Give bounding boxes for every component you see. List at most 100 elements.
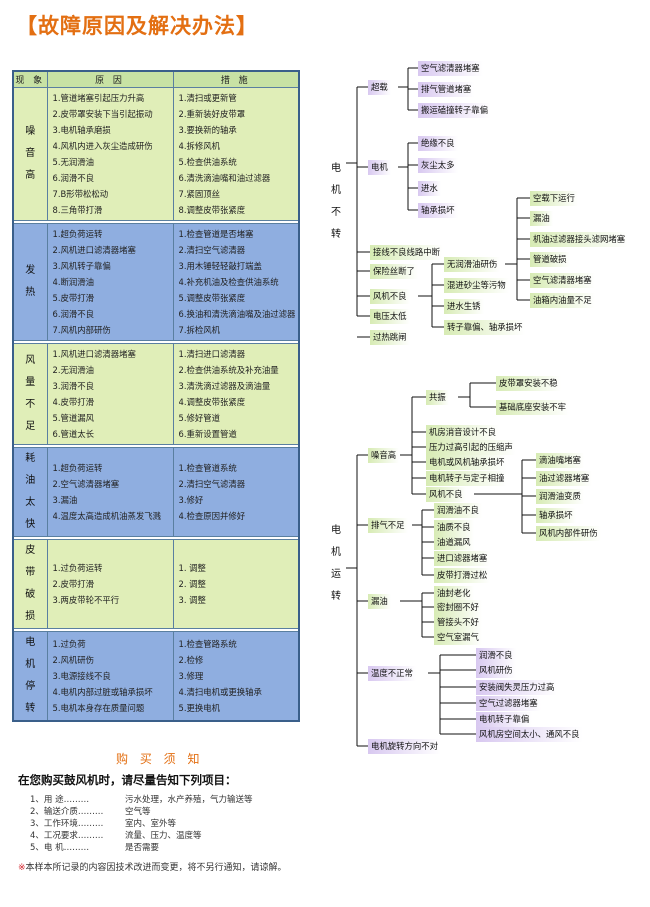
cause-item: 5.电机本身存在质量问题	[52, 703, 145, 713]
node-noise-item: 电机转子与定子相撞	[426, 471, 508, 486]
node-noise-item: 机房消音设计不良	[426, 425, 499, 440]
cause-item: 6.润滑不良	[52, 309, 95, 319]
node-temp-item: 风机房空间太小、通风不良	[476, 727, 583, 742]
measure-item: 6.重新设置管道	[178, 429, 237, 439]
symptom-char: 转	[25, 703, 36, 714]
measure-item: 3.用木锤轻轻敲打端盖	[178, 261, 262, 271]
symptom-char: 风	[25, 355, 36, 366]
node-leak-item: 管接头不好	[434, 615, 482, 630]
notice-item-key: 2、输送介质………	[30, 807, 104, 817]
node-fan-sub-item: 油过滤器堵塞	[536, 471, 593, 486]
notice-item: 1、用 途………污水处理，水产养殖，气力输送等	[30, 794, 253, 806]
node-fan-bad: 风机不良	[370, 289, 410, 304]
measure-item: 1.检查管路系统	[178, 639, 237, 649]
symptom-char: 高	[25, 170, 36, 181]
measure-item: 4.拆修风机	[178, 141, 221, 151]
symptom-cell: 发热	[12, 223, 48, 341]
cause-item: 7.B形带松松动	[52, 189, 109, 199]
cause-item: 2.风机进口滤清器堵塞	[52, 245, 136, 255]
node-oil-item: 油箱内油量不足	[530, 293, 595, 308]
node-resonance-item: 基础底座安装不牢	[496, 400, 569, 415]
separator-cell	[12, 628, 300, 632]
node-overload-item: 空气滤清器堵塞	[418, 61, 483, 76]
symptom-char: 机	[25, 659, 36, 670]
node-exhaust-item: 油质不良	[434, 520, 474, 535]
node-noise-item: 压力过高引起的压缩声	[426, 440, 516, 455]
node-fan-item: 进水生锈	[444, 299, 484, 314]
node-oil-item: 机油过滤器接头滤网堵塞	[530, 232, 629, 247]
node-motor-item: 进水	[418, 181, 441, 196]
header-symptom: 现 象	[12, 70, 48, 88]
symptom-char: 电	[25, 637, 36, 648]
symptom-cell: 风量不足	[12, 343, 48, 445]
notice-item: 2、输送介质……… 空气等	[30, 806, 253, 818]
node-temp-item: 安装阀失灵压力过高	[476, 680, 558, 695]
node-reverse: 电机旋转方向不对	[368, 739, 441, 754]
node-fan-sub-item: 润滑油变质	[536, 489, 584, 504]
notice-item-value: 室内、室外等	[125, 819, 177, 829]
node-motor-item: 绝缘不良	[418, 136, 458, 151]
notice-item: 3、工作环境………室内、室外等	[30, 818, 253, 830]
node-fan-sub-item: 风机内部件研伤	[536, 526, 601, 541]
node-temp-item: 润滑不良	[476, 648, 516, 663]
measure-item: 7.紧固顶丝	[178, 189, 221, 199]
measure-item: 6.清洗滴油嘴和油过滤器	[178, 173, 271, 183]
node-fan-sub-item: 轴承损坏	[536, 508, 576, 523]
measure-item: 1. 调整	[178, 563, 206, 573]
node-overcurrent: 过热跳闸	[370, 330, 410, 345]
node-exhaust-item: 油道漏风	[434, 535, 474, 550]
root-char: 不	[331, 207, 341, 218]
node-fan-sub-item: 滴油嘴堵塞	[536, 453, 584, 468]
cause-item: 4.皮带打滑	[52, 397, 95, 407]
notice-item: 4、工况要求……… 流量、压力、温度等	[30, 830, 253, 842]
node-temp: 温度不正常	[368, 666, 416, 681]
measure-item: 5.检查供油系统	[178, 157, 237, 167]
notice-item-value: 是否需要	[125, 843, 160, 853]
tree1-root: 电机不转	[326, 158, 346, 246]
node-fuse: 保险丝断了	[370, 264, 418, 279]
measure-item: 3. 调整	[178, 595, 206, 605]
cause-item: 2.皮带打滑	[52, 579, 95, 589]
cause-item: 5.无润滑油	[52, 157, 95, 167]
page-title: 【故障原因及解决办法】	[16, 14, 258, 38]
measure-item: 3.要换新的轴承	[178, 125, 237, 135]
cause-item: 5.皮带打滑	[52, 293, 95, 303]
header-measure: 措 施	[172, 70, 300, 88]
symptom-char: 皮	[25, 545, 36, 556]
cause-item: 4.温度太高造成机油蒸发飞溅	[52, 511, 162, 521]
table-header-row: 现 象 原 因 措 施	[12, 70, 300, 88]
notice-intro: 在您购买鼓风机时，请尽量告知下列项目：	[18, 773, 237, 787]
root-char: 电	[331, 163, 341, 174]
node-exhaust: 排气不足	[368, 518, 408, 533]
root-char: 运	[331, 569, 341, 580]
footnote-text: 本样本所记录的内容因技术改进而变更，将不另行通知，请谅解。	[25, 863, 287, 873]
notice-item-value: 流量、压力、温度等	[125, 831, 202, 841]
notice-item-value: 空气等	[125, 807, 151, 817]
cause-item: 4.风机内进入灰尘造成研伤	[52, 141, 153, 151]
node-temp-item: 风机研伤	[476, 663, 516, 678]
notice-item-key: 1、用 途………	[30, 795, 90, 805]
measure-item: 2.检查供油系统及补充油量	[178, 365, 279, 375]
header-cause: 原 因	[46, 70, 174, 88]
measure-item: 4.补充机油及检查供油系统	[178, 277, 279, 287]
symptom-char: 量	[25, 377, 36, 388]
measure-item: 4.清扫电机或更换轴承	[178, 687, 262, 697]
cause-item: 1.超负荷运转	[52, 463, 103, 473]
node-oil-item: 漏油	[530, 211, 553, 226]
notice-item-key: 4、工况要求………	[30, 831, 104, 841]
notice-footer: ※本样本所记录的内容因技术改进而变更，将不另行通知，请谅解。	[18, 860, 287, 873]
node-fan-item: 转子靠偏、轴承损坏	[444, 320, 526, 335]
measure-item: 1.清扫进口滤清器	[178, 349, 246, 359]
